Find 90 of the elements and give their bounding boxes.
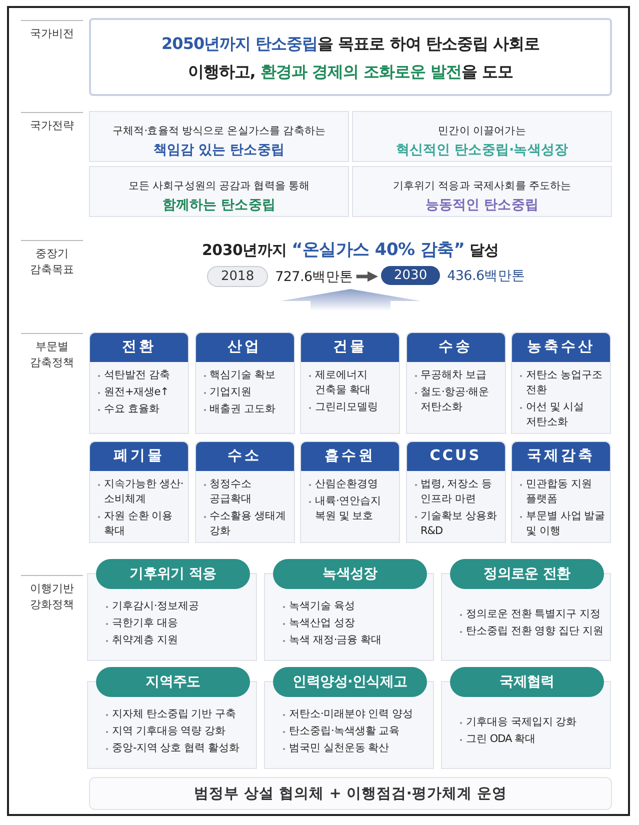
strategy-box <box>352 111 612 162</box>
bullet-item: 저탄소·미래분야 인력 양성 <box>289 706 414 722</box>
bullet-item: 핵심기술 확보 <box>210 368 276 383</box>
bullet-item: 민관합동 지원 플랫폼 <box>526 477 593 507</box>
bullet-item: 배출권 고도화 <box>210 402 276 417</box>
bullet-item: 기후대응 국제입지 강화 <box>466 715 577 730</box>
year-pill: 2018 <box>207 266 268 287</box>
sector-card <box>300 332 400 434</box>
sector-header: 산업 <box>196 333 294 362</box>
sector-header: 건물 <box>301 333 399 362</box>
emission-value: 436.6백만톤 <box>447 266 526 284</box>
sector-header: 전환 <box>90 333 188 362</box>
bullet-item: 기술확보 상용화 R&D <box>420 509 498 539</box>
bullet-item: 범국민 실천운동 확산 <box>289 740 390 756</box>
sector-header: 흡수원 <box>301 442 399 471</box>
bullet-item: 내륙·연안습지 복원 및 보호 <box>315 494 382 524</box>
strategy-subtitle: 민간이 이끌어가는 <box>438 124 526 138</box>
sector-header: 수소 <box>196 442 294 471</box>
sector-card <box>406 441 506 543</box>
strategy-box <box>352 166 612 217</box>
bullet-item: 어선 및 시설 저탄소화 <box>526 400 586 430</box>
block-arrow <box>280 289 420 311</box>
bullet-item: 지속가능한 생산·소비체계 <box>104 477 184 507</box>
bullet-item: 무공해차 보급 <box>420 368 486 383</box>
target-heading: 2030년까지 “온실가스 40% 감축” 달성 <box>201 239 500 261</box>
sector-header: 농축수산 <box>512 333 610 362</box>
bullet-item: 그린 ODA 확대 <box>466 732 536 747</box>
bullet-item: 산림순환경영 <box>315 477 378 492</box>
strategy-box <box>89 111 349 162</box>
sector-card <box>89 332 189 434</box>
row-label: 부문별 감축정책 <box>29 339 75 371</box>
row-label: 중장기 감축목표 <box>29 246 75 278</box>
bullet-item: 기업지원 <box>210 385 252 400</box>
bullet-item: 청정수소 공급확대 <box>210 477 252 507</box>
sector-card <box>194 332 294 434</box>
sector-header: 폐기물 <box>90 442 188 471</box>
bullet-item: 자원 순환 이용 확대 <box>104 509 174 539</box>
strategy-subtitle: 모든 사회구성원의 공감과 협력을 통해 <box>128 179 310 193</box>
sector-card <box>406 332 506 434</box>
row-label: 이행기반 강화정책 <box>29 581 75 613</box>
bullet-item: 저탄소 농업구조 전환 <box>526 368 604 398</box>
bullet-item: 수요 효율화 <box>104 402 160 417</box>
strategy-box <box>89 166 349 217</box>
bullet-item: 탄소중립 전환 영향 집단 지원 <box>466 624 604 639</box>
bullet-item: 수소활용 생태계 강화 <box>210 509 287 539</box>
bullet-item: 극한기후 대응 <box>112 616 178 630</box>
bullet-item: 취약계층 지원 <box>112 632 178 648</box>
sector-header: CCUS <box>406 442 504 471</box>
strategy-subtitle: 기후위기 적응과 국제사회를 주도하는 <box>392 179 572 193</box>
strategy-title: 능동적인 탄소중립 <box>425 196 539 214</box>
sector-card <box>194 441 294 543</box>
bullet-item: 법령, 저장소 등 인프라 마련 <box>420 477 494 507</box>
row-label: 국가전략 <box>29 118 75 134</box>
strategy-title: 책임감 있는 탄소중립 <box>154 141 284 159</box>
strategy-title: 혁신적인 탄소중립·녹색성장 <box>396 141 568 159</box>
policy-header-pill: 녹색성장 <box>273 559 427 589</box>
bullet-item: 기후감시·정보제공 <box>112 598 199 614</box>
policy-header-pill: 인력양성·인식제고 <box>273 667 427 697</box>
bullet-item: 지자체 탄소중립 기반 구축 <box>112 706 236 722</box>
strategy-title: 함께하는 탄소중립 <box>162 196 276 214</box>
bullet-item: 정의로운 전환 특별지구 지정 <box>466 607 601 622</box>
sector-card <box>89 441 189 543</box>
emission-value: 727.6백만톤 <box>275 268 354 286</box>
bullet-item: 철도·항공·해운 저탄소화 <box>420 385 490 415</box>
arrow <box>356 271 378 282</box>
sector-card <box>300 441 400 543</box>
row-label: 국가비전 <box>29 26 75 42</box>
sector-card <box>511 332 611 434</box>
bullet-item: 그린리모델링 <box>315 400 378 415</box>
bullet-item: 탄소중립·녹색생활 교육 <box>289 724 400 738</box>
bullet-item: 제로에너지 건축물 확대 <box>315 368 372 398</box>
sector-header: 수송 <box>406 333 504 362</box>
bullet-item: 지역 기후대응 역량 강화 <box>112 724 226 738</box>
bullet-item: 석탄발전 감축 <box>104 368 170 383</box>
bullet-item: 원전+재생e↑ <box>104 385 169 400</box>
sector-header: 국제감축 <box>512 442 610 471</box>
bullet-item: 부문별 사업 발굴 및 이행 <box>526 509 606 539</box>
bullet-item: 녹색기술 육성 <box>289 598 355 614</box>
policy-header-pill: 지역주도 <box>96 667 250 697</box>
bullet-item: 중앙-지역 상호 협력 활성화 <box>112 740 240 756</box>
policy-header-pill: 기후위기 적응 <box>96 559 250 589</box>
vision-box: 2050년까지 탄소중립을 목표로 하여 탄소중립 사회로 이행하고, 환경과 경제의 조화로운 발전을 도모 <box>89 18 612 96</box>
policy-header-pill: 국제협력 <box>450 667 604 697</box>
year-pill: 2030 <box>381 266 440 285</box>
bullet-item: 녹색산업 성장 <box>289 616 355 630</box>
sector-card <box>511 441 611 543</box>
bullet-item: 녹색 재정·금융 확대 <box>289 632 382 648</box>
governance-bar: 범정부 상설 협의체 + 이행점검·평가체계 운영 <box>89 777 612 810</box>
strategy-subtitle: 구체적·효율적 방식으로 온실가스를 감축하는 <box>112 124 326 138</box>
policy-header-pill: 정의로운 전환 <box>450 559 604 589</box>
